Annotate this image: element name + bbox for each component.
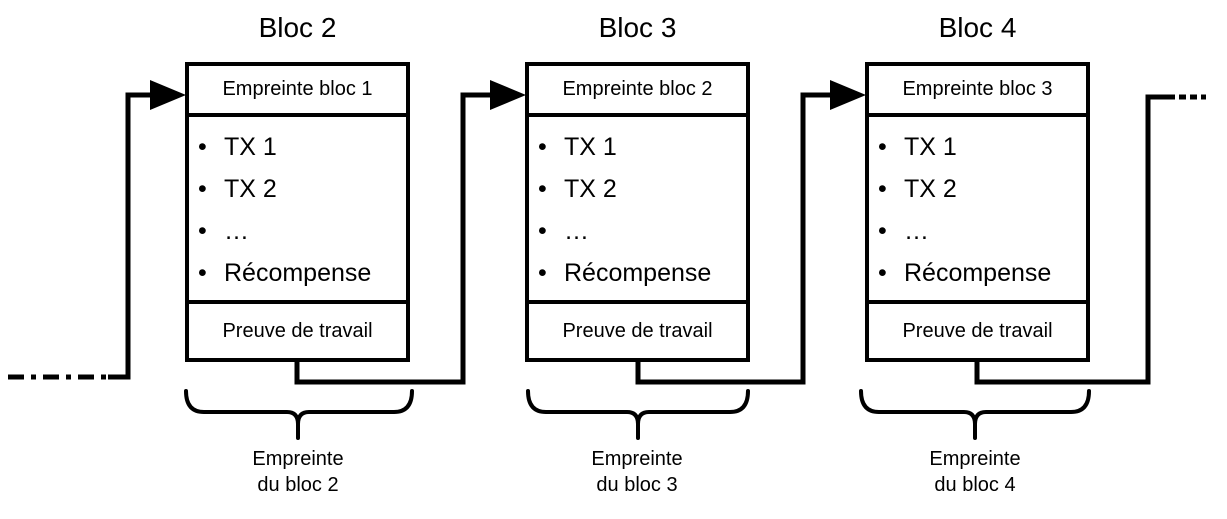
block3-transactions: • TX 1 • TX 2 • … • Récompense (525, 113, 750, 304)
bullet-icon: • (878, 258, 887, 287)
transaction-item: • TX 2 (538, 168, 744, 210)
bullet-icon: • (538, 216, 547, 245)
bullet-icon: • (198, 258, 207, 287)
block3: Empreinte bloc 2 • TX 1 • TX 2 • … • Réc… (525, 62, 750, 362)
block2-proof-of-work: Preuve de travail (185, 300, 410, 362)
incoming-elbow-line (108, 92, 152, 380)
bullet-icon: • (878, 132, 887, 161)
transaction-label: Récompense (564, 258, 712, 287)
bullet-icon: • (538, 132, 547, 161)
transaction-label: … (564, 216, 589, 245)
incoming-chain-link (8, 80, 186, 380)
brace-label-line2: du bloc 4 (934, 474, 1016, 496)
block3-hash-header: Empreinte bloc 2 (525, 62, 750, 117)
transaction-label: Récompense (904, 258, 1052, 287)
block2-hash-header: Empreinte bloc 1 (185, 62, 410, 117)
block4-title: Bloc 4 (938, 12, 1017, 43)
transaction-label: TX 2 (904, 174, 957, 203)
brace-label-line1: Empreinte (252, 448, 344, 470)
block4-transactions: • TX 1 • TX 2 • … • Récompense (865, 113, 1090, 304)
brace-label-line2: du bloc 2 (257, 474, 339, 496)
block4-hash-brace-label: Empreinte du bloc 4 (862, 446, 1088, 498)
block2: Empreinte bloc 1 • TX 1 • TX 2 • … • Réc… (185, 62, 410, 362)
transaction-label: TX 1 (904, 132, 957, 161)
transaction-item: • … (878, 210, 1084, 252)
transaction-item: • Récompense (538, 252, 744, 294)
transaction-label: TX 2 (564, 174, 617, 203)
bullet-icon: • (878, 216, 887, 245)
transaction-label: Récompense (224, 258, 372, 287)
transaction-item: • Récompense (198, 252, 404, 294)
brace-icon-block3 (526, 389, 750, 440)
brace-icon-block2 (184, 389, 414, 440)
transaction-item: • TX 2 (198, 168, 404, 210)
transaction-item: • TX 1 (538, 126, 744, 168)
block2-title: Bloc 2 (258, 12, 337, 43)
brace-icons (184, 389, 1091, 440)
bullet-icon: • (198, 132, 207, 161)
block4-proof-of-work: Preuve de travail (865, 300, 1090, 362)
transaction-item: • TX 1 (878, 126, 1084, 168)
block4: Empreinte bloc 3 • TX 1 • TX 2 • … • Réc… (865, 62, 1090, 362)
bullet-icon: • (198, 174, 207, 203)
block2-transactions: • TX 1 • TX 2 • … • Récompense (185, 113, 410, 304)
block2-hash-brace-label: Empreinte du bloc 2 (185, 446, 411, 498)
arrowhead-icon (490, 80, 526, 110)
block3-proof-of-work: Preuve de travail (525, 300, 750, 362)
brace-label-line1: Empreinte (591, 448, 683, 470)
block4-hash-header: Empreinte bloc 3 (865, 62, 1090, 117)
transaction-label: TX 1 (564, 132, 617, 161)
transaction-item: • Récompense (878, 252, 1084, 294)
transaction-label: … (224, 216, 249, 245)
brace-label-line2: du bloc 3 (596, 474, 678, 496)
brace-icon-block4 (859, 389, 1091, 440)
block3-hash-brace-label: Empreinte du bloc 3 (524, 446, 750, 498)
transaction-label: TX 2 (224, 174, 277, 203)
transaction-item: • TX 2 (878, 168, 1084, 210)
arrowhead-icon (830, 80, 866, 110)
bullet-icon: • (878, 174, 887, 203)
transaction-label: … (904, 216, 929, 245)
bullet-icon: • (198, 216, 207, 245)
transaction-item: • … (538, 210, 744, 252)
arrowhead-icon (150, 80, 186, 110)
bullet-icon: • (538, 258, 547, 287)
transaction-item: • … (198, 210, 404, 252)
transaction-item: • TX 1 (198, 126, 404, 168)
block3-title: Bloc 3 (598, 12, 677, 43)
brace-label-line1: Empreinte (929, 448, 1021, 470)
bullet-icon: • (538, 174, 547, 203)
transaction-label: TX 1 (224, 132, 277, 161)
